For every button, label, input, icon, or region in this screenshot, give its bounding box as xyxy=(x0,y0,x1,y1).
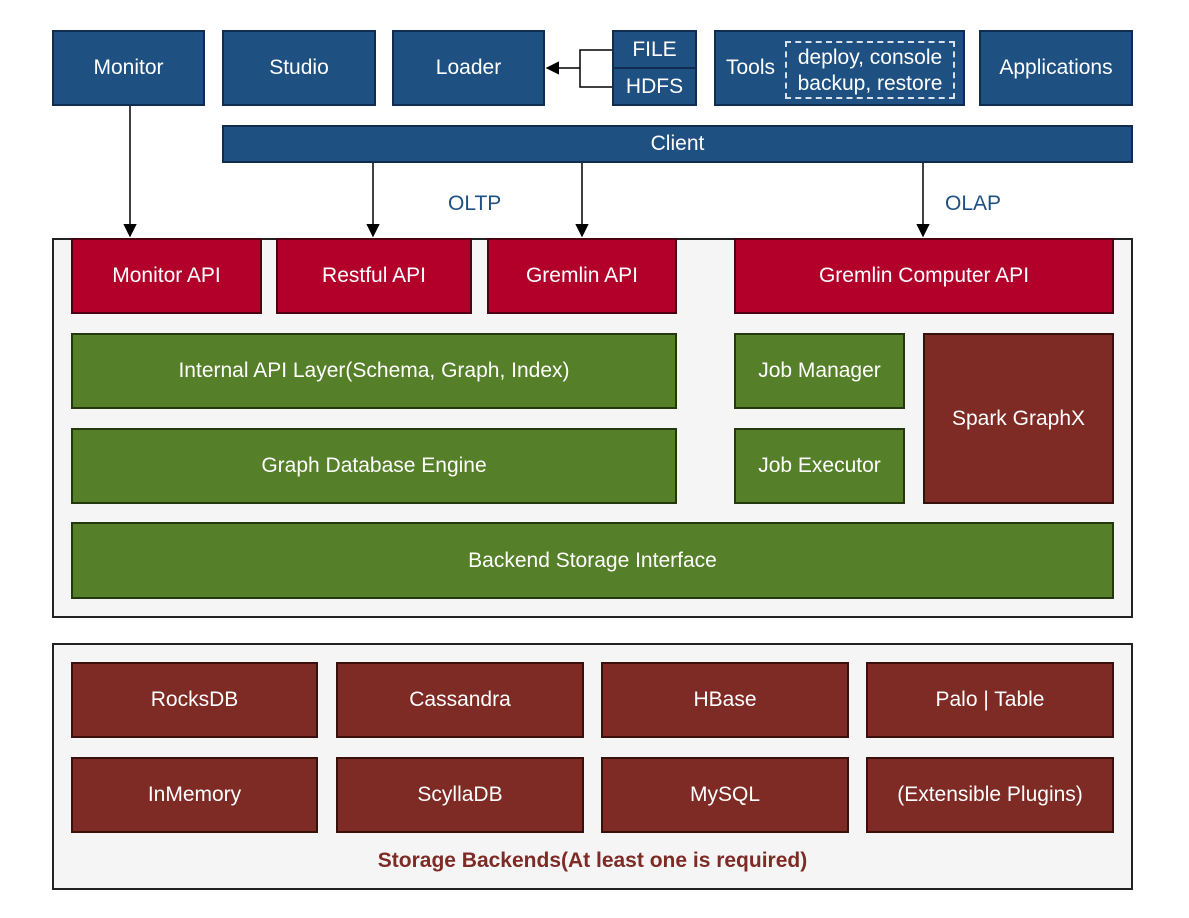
studio-box: Studio xyxy=(222,30,376,106)
applications-label: Applications xyxy=(999,56,1113,79)
restful-api-box: Restful API xyxy=(276,238,472,314)
gremlin-api-label: Gremlin API xyxy=(525,264,639,287)
monitor-api-label: Monitor API xyxy=(112,264,221,287)
gremlin-computer-api-box: Gremlin Computer API xyxy=(734,238,1114,314)
file-hdfs-bracket xyxy=(579,49,612,88)
olap-label: OLAP xyxy=(945,192,1002,215)
monitor-label: Monitor xyxy=(93,56,164,79)
storage-rocksdb-label: RocksDB xyxy=(150,688,239,711)
oltp-label: OLTP xyxy=(448,192,502,215)
storage-hbase-box: HBase xyxy=(601,662,849,738)
storage-plugins-label: (Extensible Plugins) xyxy=(897,783,1083,806)
tools-command-deploy: deploy, console xyxy=(797,46,943,69)
backend-storage-interface-box: Backend Storage Interface xyxy=(71,522,1114,599)
storage-cassandra-box: Cassandra xyxy=(336,662,584,738)
studio-label: Studio xyxy=(269,56,329,79)
client-label: Client xyxy=(650,132,705,155)
storage-hbase-label: HBase xyxy=(693,688,757,711)
graph-engine-label: Graph Database Engine xyxy=(261,454,487,477)
tools-label: Tools xyxy=(726,56,776,79)
gremlin-api-box: Gremlin API xyxy=(487,238,677,314)
storage-cassandra-label: Cassandra xyxy=(409,688,511,711)
storage-scylladb-label: ScyllaDB xyxy=(417,783,503,806)
job-executor-label: Job Executor xyxy=(758,454,881,477)
internal-api-layer-box: Internal API Layer(Schema, Graph, Index) xyxy=(71,333,677,409)
storage-caption: Storage Backends(At least one is require… xyxy=(377,849,808,872)
gremlin-computer-api-label: Gremlin Computer API xyxy=(818,264,1030,287)
graph-engine-box: Graph Database Engine xyxy=(71,428,677,504)
job-manager-label: Job Manager xyxy=(758,359,881,382)
storage-palo-table-label: Palo | Table xyxy=(935,688,1045,711)
internal-api-layer-label: Internal API Layer(Schema, Graph, Index) xyxy=(178,359,570,382)
storage-rocksdb-box: RocksDB xyxy=(71,662,318,738)
client-bar: Client xyxy=(222,125,1133,163)
restful-api-label: Restful API xyxy=(322,264,426,287)
monitor-box: Monitor xyxy=(52,30,205,106)
storage-plugins-box: (Extensible Plugins) xyxy=(866,757,1114,833)
file-label: FILE xyxy=(632,37,677,61)
applications-box: Applications xyxy=(979,30,1133,106)
hdfs-box: HDFS xyxy=(612,67,697,106)
spark-graphx-box: Spark GraphX xyxy=(923,333,1114,504)
loader-box: Loader xyxy=(392,30,545,106)
tools-command-backup: backup, restore xyxy=(797,72,943,95)
tools-commands: deploy, console backup, restore xyxy=(785,41,955,99)
monitor-api-box: Monitor API xyxy=(71,238,262,314)
job-executor-box: Job Executor xyxy=(734,428,905,504)
storage-scylladb-box: ScyllaDB xyxy=(336,757,584,833)
spark-graphx-label: Spark GraphX xyxy=(951,406,1086,430)
hdfs-label: HDFS xyxy=(625,74,684,98)
storage-palo-table-box: Palo | Table xyxy=(866,662,1114,738)
backend-storage-interface-label: Backend Storage Interface xyxy=(468,548,717,572)
job-manager-box: Job Manager xyxy=(734,333,905,409)
storage-inmemory-label: InMemory xyxy=(147,783,242,806)
loader-label: Loader xyxy=(435,56,502,79)
storage-inmemory-box: InMemory xyxy=(71,757,318,833)
storage-mysql-box: MySQL xyxy=(601,757,849,833)
storage-mysql-label: MySQL xyxy=(689,783,760,806)
